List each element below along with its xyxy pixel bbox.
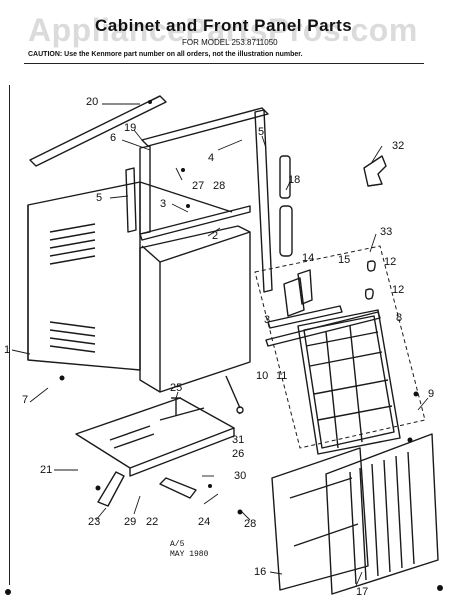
callout-4: 4 [208, 152, 215, 164]
fastener-dot [413, 391, 419, 397]
model-number: FOR MODEL 253.8711050 [182, 38, 278, 47]
part-14-15-brackets [283, 269, 313, 317]
callout-10: 10 [256, 370, 269, 382]
fastener-dot [95, 485, 101, 491]
fastener-dot [148, 100, 152, 104]
callout-24: 24 [198, 516, 211, 528]
callout-19: 19 [124, 122, 137, 134]
callout-11: 11 [276, 370, 288, 382]
footer-line-1: A/5 [170, 540, 185, 549]
callout-23: 23 [88, 516, 101, 528]
fastener-dot [437, 585, 443, 591]
page-title: Cabinet and Front Panel Parts [95, 16, 353, 35]
part-12-clips [364, 260, 376, 300]
callout-12-bottom: 12 [392, 284, 405, 296]
callout-26: 26 [232, 448, 245, 460]
callout-30: 30 [234, 470, 247, 482]
callout-7: 7 [22, 394, 29, 406]
callout-2: 2 [212, 230, 219, 242]
part-20-top-rail [29, 95, 167, 167]
header-rule [24, 63, 424, 64]
callout-25: 25 [170, 382, 183, 394]
part-18-posts [279, 155, 293, 257]
part-2-front-panel [139, 225, 251, 393]
part-26-30-base-pan [75, 397, 235, 477]
watermark: AppliancePartsPros.com [28, 12, 418, 48]
part-8-grille-frame [297, 309, 401, 455]
callout-1: 1 [4, 344, 11, 356]
callout-14: 14 [302, 252, 315, 264]
caution-note: CAUTION: Use the Kenmore part number on … [28, 51, 303, 58]
fastener-dot [407, 437, 413, 443]
callout-5-top: 5 [258, 126, 265, 138]
fastener-dot [237, 509, 243, 515]
leader-lines [11, 103, 429, 587]
fastener-dot [208, 484, 212, 488]
callout-16: 16 [254, 566, 267, 578]
callout-20: 20 [86, 96, 99, 108]
fastener-dot [186, 204, 190, 208]
footer-line-2: MAY 1980 [170, 550, 209, 559]
callout-9: 9 [428, 388, 435, 400]
fastener-dot [5, 589, 11, 595]
callout-12-top: 12 [384, 256, 397, 268]
footer-date-stamp: A/5 MAY 1980 [170, 540, 208, 560]
callout-3-top: 3 [160, 198, 167, 210]
callout-5-left: 5 [96, 192, 103, 204]
callout-3-mid: 3 [264, 314, 271, 326]
part-1-cabinet [27, 181, 233, 371]
callout-8: 8 [396, 312, 403, 324]
callout-22: 22 [146, 516, 159, 528]
part-16-side-panel [271, 447, 369, 591]
callout-28-bottom: 28 [244, 518, 257, 530]
fastener-dot [59, 375, 65, 381]
callout-27: 27 [192, 180, 205, 192]
part-5-right-strip [254, 109, 273, 293]
callout-18: 18 [288, 174, 301, 186]
part-17-front-panel [325, 433, 439, 595]
callout-6: 6 [110, 132, 117, 144]
callout-33: 33 [380, 226, 393, 238]
part-33-assembly-outline [254, 245, 426, 449]
part-32-bracket [363, 155, 387, 187]
part-22-29-supports [97, 471, 197, 507]
callout-21: 21 [40, 464, 53, 476]
part-5-left-strip [125, 167, 137, 233]
margin-rule [9, 85, 10, 585]
callout-17: 17 [356, 586, 369, 598]
callout-28-top: 28 [213, 180, 226, 192]
callout-31: 31 [232, 434, 245, 446]
part-31-rod [225, 375, 244, 414]
fastener-dot [181, 168, 185, 172]
callout-15: 15 [338, 254, 351, 266]
callout-29: 29 [124, 516, 137, 528]
part-19-top-frame [139, 107, 269, 241]
callout-32: 32 [392, 140, 405, 152]
